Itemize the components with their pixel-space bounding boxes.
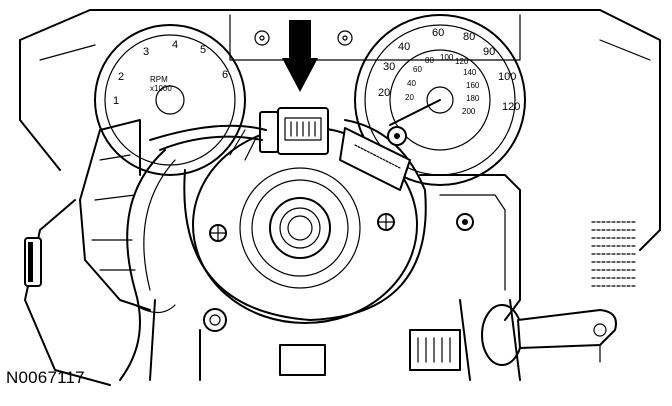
tachometer-number: 1 — [113, 95, 119, 107]
speed-inner-number: 120 — [455, 57, 469, 66]
speed-number: 90 — [483, 46, 495, 58]
speed-number: 100 — [498, 71, 516, 83]
speed-inner-number: 20 — [405, 93, 414, 102]
tachometer-number: 6 — [222, 69, 228, 81]
speed-number: 40 — [398, 41, 410, 53]
tachometer-number: 5 — [200, 44, 206, 56]
clockspring-label-text — [354, 144, 401, 169]
left-switch — [24, 237, 42, 287]
speed-number: 20 — [378, 87, 390, 99]
speed-inner-number: 140 — [463, 68, 477, 77]
ignition-key — [481, 304, 617, 366]
locating-tab-left — [209, 224, 227, 242]
figure-id-label: N0067117 — [6, 368, 85, 387]
mounting-screw — [203, 308, 227, 332]
tachometer: RPM x1000 1 2 3 4 5 6 — [94, 24, 246, 176]
lower-connectors — [279, 329, 461, 376]
callout-arrow — [282, 20, 318, 92]
speed-number: 120 — [502, 101, 520, 113]
instrument-panel — [19, 9, 661, 386]
locating-tab-right — [377, 213, 395, 231]
mounting-screw — [456, 213, 474, 231]
speed-number: 60 — [432, 27, 444, 39]
speedometer: 20 30 40 60 80 90 100 120 20 40 60 80 10… — [354, 14, 526, 186]
electrical-connector — [149, 107, 329, 161]
speed-inner-number: 60 — [413, 65, 422, 74]
speed-inner-number: 180 — [466, 94, 480, 103]
speed-inner-number: 100 — [440, 53, 454, 62]
steering-column-housing — [79, 119, 521, 381]
speed-number: 30 — [383, 61, 395, 73]
speed-inner-number: 160 — [466, 81, 480, 90]
speedometer-needle — [389, 99, 441, 126]
speed-number: 80 — [463, 31, 475, 43]
tachometer-unit-label: RPM — [150, 75, 168, 84]
wiring-harness — [119, 149, 176, 381]
tachometer-number: 2 — [118, 71, 124, 83]
speed-inner-number: 40 — [407, 79, 416, 88]
speed-inner-number: 80 — [425, 56, 434, 65]
speed-inner-number: 200 — [462, 107, 476, 116]
tachometer-number: 4 — [172, 39, 178, 51]
vent-grille — [591, 221, 637, 287]
tachometer-number: 3 — [143, 46, 149, 58]
clockspring-label-tab — [339, 127, 411, 191]
tachometer-multiplier-label: x1000 — [150, 84, 172, 93]
